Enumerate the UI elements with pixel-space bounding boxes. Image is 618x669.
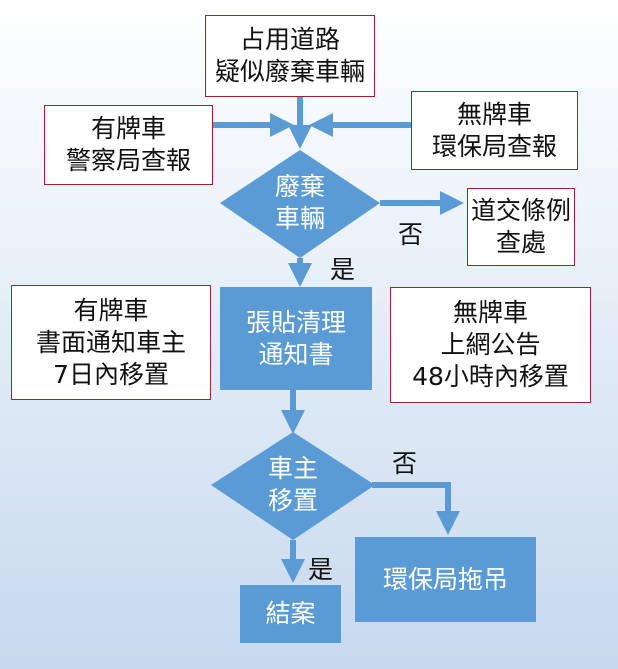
decision2-line1: 車主 [267, 454, 318, 483]
notice-box: 張貼清理通知書 [220, 287, 372, 390]
unlicensed-box: 無牌車上網公告 48小時內移置 [390, 287, 591, 403]
notice-line2: 通知書 [258, 339, 334, 369]
yes-label-1: 是 [330, 255, 356, 284]
decision1-diamond [220, 150, 380, 258]
epa-line2: 環保局查報 [431, 131, 557, 161]
close-text: 結案 [265, 599, 316, 628]
no-label-1: 否 [398, 220, 424, 249]
traffic-line1: 道交條例 [470, 196, 571, 225]
licensed-line1: 有牌車 [73, 295, 149, 325]
decision2-diamond [211, 432, 375, 540]
licensed-line3: 7日內移置 [53, 359, 169, 389]
police-box: 有牌車警察局查報 [44, 105, 213, 185]
unlicensed-line3: 48小時內移置 [412, 362, 569, 391]
decision2-text: 車主移置 [233, 450, 353, 520]
police-line2: 警察局查報 [65, 146, 191, 175]
decision1-text: 廢棄車輛 [240, 168, 360, 238]
start-line2: 疑似廢棄車輛 [214, 57, 365, 86]
licensed-line2: 書面通知車主 [35, 327, 186, 357]
arrow-no2 [372, 482, 460, 535]
tow-box: 環保局拖吊 [355, 537, 536, 622]
unlicensed-line2: 上網公告 [440, 330, 541, 359]
decision1-line1: 廢棄 [274, 172, 325, 201]
no-label-2: 否 [392, 449, 418, 478]
yes-label-2: 是 [308, 555, 334, 584]
notice-line1: 張貼清理 [245, 307, 346, 337]
decision1-line2: 車輛 [274, 204, 325, 233]
police-line1: 有牌車 [90, 114, 166, 143]
start-box: 占用道路疑似廢棄車輛 [205, 15, 375, 97]
epa-report-box: 無牌車環保局查報 [411, 91, 578, 170]
tow-text: 環保局拖吊 [382, 564, 508, 594]
epa-line1: 無牌車 [456, 99, 532, 129]
traffic-box: 道交條例查處 [467, 188, 575, 266]
start-line1: 占用道路 [239, 25, 340, 54]
unlicensed-line1: 無牌車 [452, 298, 528, 327]
close-box: 結案 [240, 585, 341, 643]
traffic-line2: 查處 [495, 228, 546, 257]
decision2-line2: 移置 [267, 486, 318, 515]
